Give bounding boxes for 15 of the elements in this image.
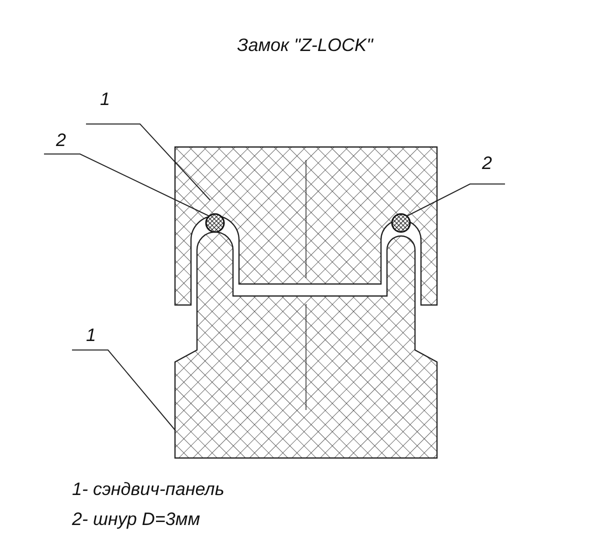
panel-section: [174, 231, 438, 459]
callout-number: 1: [100, 90, 110, 110]
leader-line: [44, 154, 210, 216]
cord-section: [205, 213, 225, 233]
title: Замок "Z-LOCK": [236, 36, 374, 56]
leader-line: [72, 350, 176, 430]
callout-number: 2: [482, 154, 492, 174]
legend-text: 2- шнур D=3мм: [72, 510, 200, 530]
panel-section: [174, 146, 438, 306]
legend-text: 1- сэндвич-панель: [72, 480, 224, 500]
callout-number: 1: [86, 326, 96, 346]
callout-number: 2: [56, 131, 66, 151]
cord-section: [391, 213, 411, 233]
leader-line: [86, 124, 210, 200]
leader-line: [406, 184, 506, 216]
